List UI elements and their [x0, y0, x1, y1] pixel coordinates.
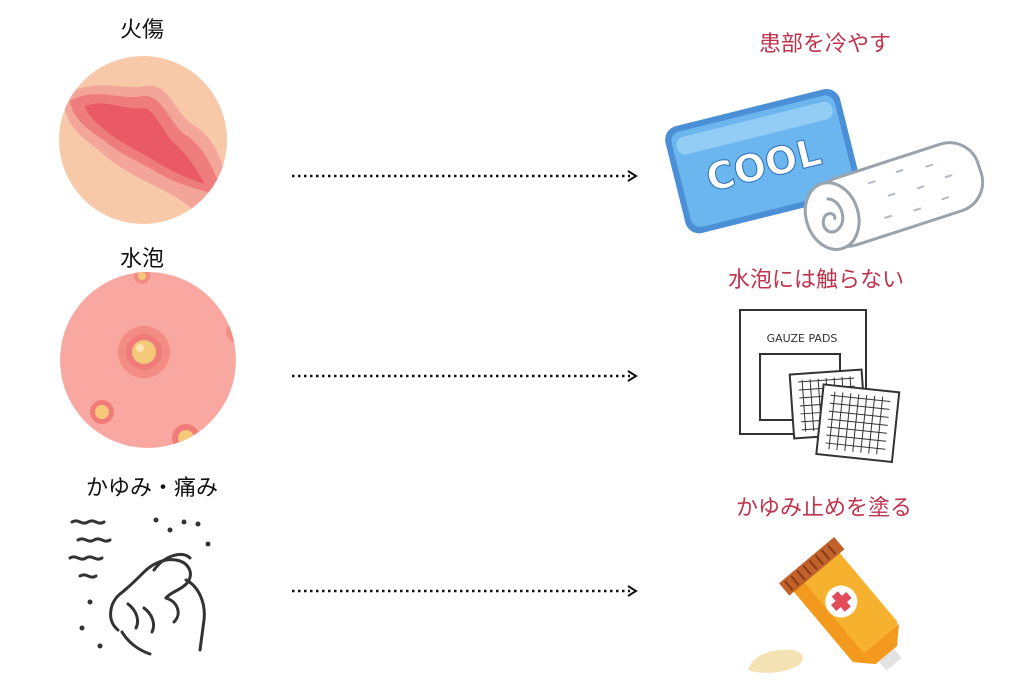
itching-hand-illustration	[68, 517, 211, 656]
arrow-blister	[292, 370, 638, 382]
symptom-label-blister: 水泡	[119, 247, 164, 272]
treatment-label-gauze: 水泡には触らない	[727, 268, 904, 293]
arrow-burn	[292, 170, 638, 182]
symptom-label-burn: 火傷	[119, 18, 164, 43]
gauze-pads-illustration: GAUZE PADS	[739, 309, 901, 464]
cool-pack-towel-illustration: COOL	[665, 88, 985, 251]
symptom-label-itch-pain: かゆみ・痛み	[85, 476, 218, 501]
arrow-itch-pain	[292, 585, 638, 597]
ointment-tube-illustration	[748, 537, 902, 673]
burn-skin-illustration	[59, 56, 227, 224]
gauze-pack-text: GAUZE PADS	[767, 332, 838, 345]
treatment-label-ointment: かゆみ止めを塗る	[735, 496, 912, 521]
treatment-label-cool: 患部を冷やす	[758, 32, 891, 57]
blister-skin-illustration	[60, 272, 236, 448]
